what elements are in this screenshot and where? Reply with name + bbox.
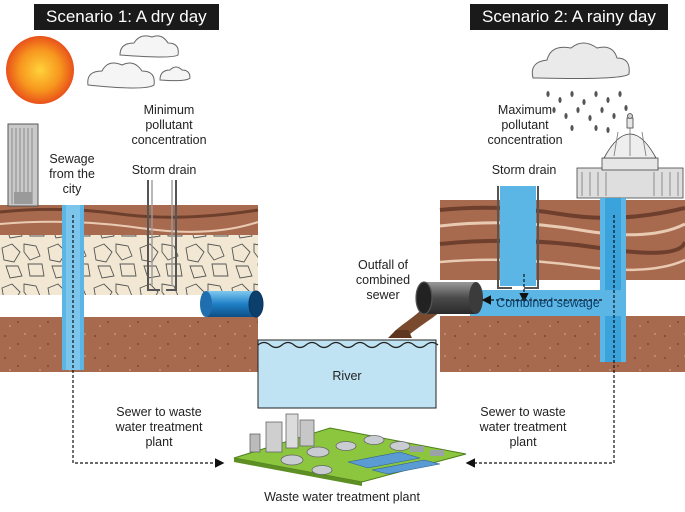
flow-arrows xyxy=(72,215,615,468)
rain-cloud-icon xyxy=(531,42,630,133)
sewage-from-city-label: Sewage from the city xyxy=(49,152,95,196)
storm-drain-label-left: Storm drain xyxy=(131,163,197,177)
dry-day-outfall-pipe xyxy=(200,290,264,318)
capitol-building-icon xyxy=(576,113,684,199)
left-ground xyxy=(0,205,259,372)
river-label: River xyxy=(332,369,362,383)
minimum-pollutant-label: Minimum pollutant concentration xyxy=(131,103,207,147)
sun-icon xyxy=(6,36,74,104)
right-flow-arrow xyxy=(465,215,615,468)
rain-drops xyxy=(546,91,628,133)
storm-drain-label-right: Storm drain xyxy=(491,163,557,177)
sewer-label-left: Sewer to waste water treatment plant xyxy=(115,405,203,449)
left-rock-layer xyxy=(0,235,258,295)
maximum-pollutant-label: Maximum pollutant concentration xyxy=(487,103,563,147)
treatment-plant-label: Waste water treatment plant xyxy=(264,490,420,504)
scenario-1-title: Scenario 1: A dry day xyxy=(34,4,219,30)
treatment-plant-icon xyxy=(233,413,467,486)
left-storm-drain xyxy=(147,180,177,291)
scenario-2-title: Scenario 2: A rainy day xyxy=(470,4,668,30)
outfall-label: Outfall of combined sewer xyxy=(355,258,411,302)
cloud-icon xyxy=(87,35,191,89)
combined-sewage-pipe xyxy=(470,290,626,316)
left-subsoil xyxy=(0,317,258,372)
right-storm-drain xyxy=(497,186,539,289)
river xyxy=(257,339,439,409)
sewer-label-right: Sewer to waste water treatment plant xyxy=(479,405,567,449)
combined-sewer-outfall xyxy=(388,281,483,338)
combined-sewage-label: Combined sewage xyxy=(496,296,600,310)
right-subsoil xyxy=(440,316,685,372)
left-flow-arrow xyxy=(72,215,225,468)
skyscraper-icon xyxy=(7,123,39,207)
